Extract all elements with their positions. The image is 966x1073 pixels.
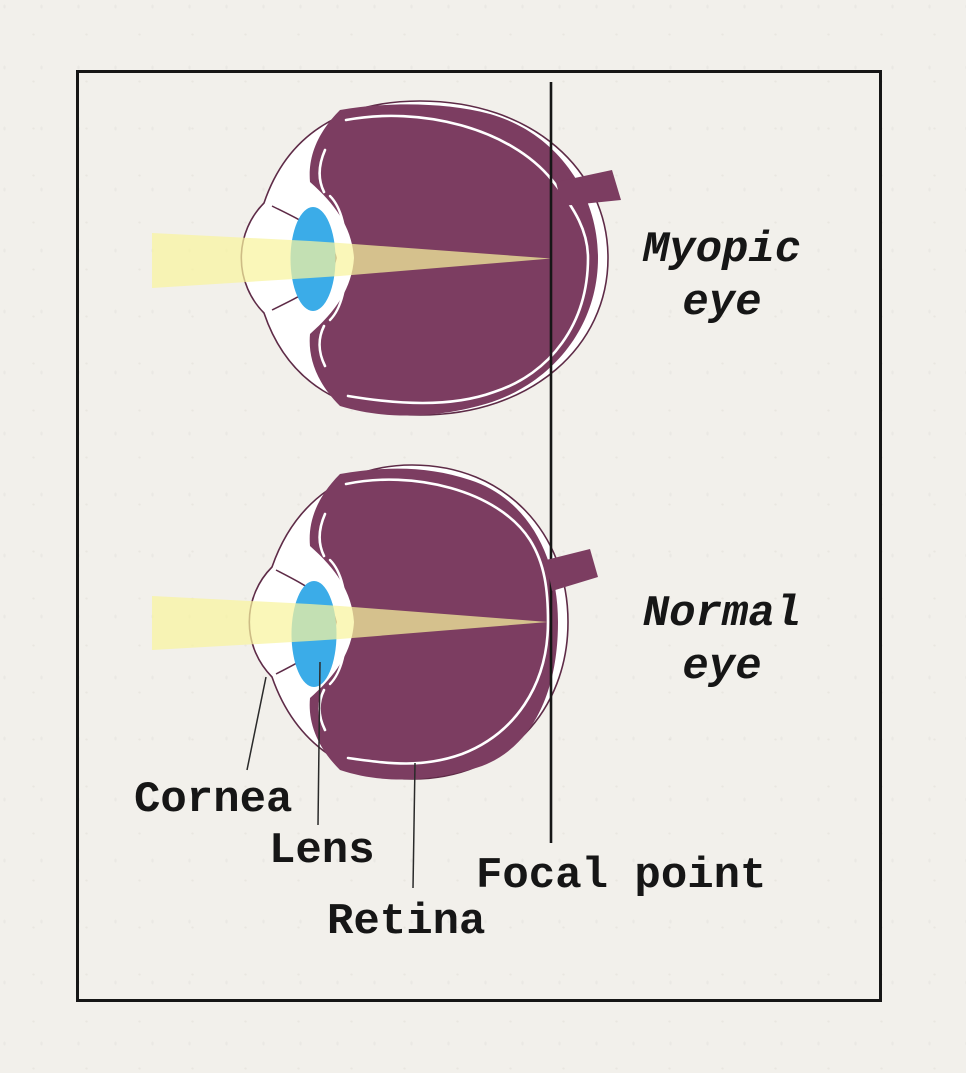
myopic-light-beam — [152, 233, 551, 288]
myopic-inner-ring-line — [318, 114, 590, 405]
diagram-border — [76, 70, 882, 1002]
retina-label: Retina — [327, 897, 486, 947]
lens-label: Lens — [269, 826, 375, 876]
lens-leader-line — [317, 661, 321, 826]
cornea-label: Cornea — [134, 775, 293, 825]
normal-caption-line2: eye — [682, 642, 762, 692]
myopic-optic-nerve — [556, 170, 621, 206]
retina-leader-line — [412, 762, 416, 889]
focal-point-label: Focal point — [476, 851, 767, 901]
normal-eye-caption: Normal eye — [602, 588, 842, 694]
myopic-caption-line2: eye — [682, 278, 762, 328]
normal-caption-line1: Normal — [642, 589, 802, 639]
normal-light-beam — [152, 596, 548, 650]
myopic-eye-caption: Myopic eye — [602, 224, 842, 330]
normal-optic-nerve — [546, 549, 598, 591]
cornea-leader-line — [246, 676, 267, 771]
myopic-caption-line1: Myopic — [642, 225, 802, 275]
